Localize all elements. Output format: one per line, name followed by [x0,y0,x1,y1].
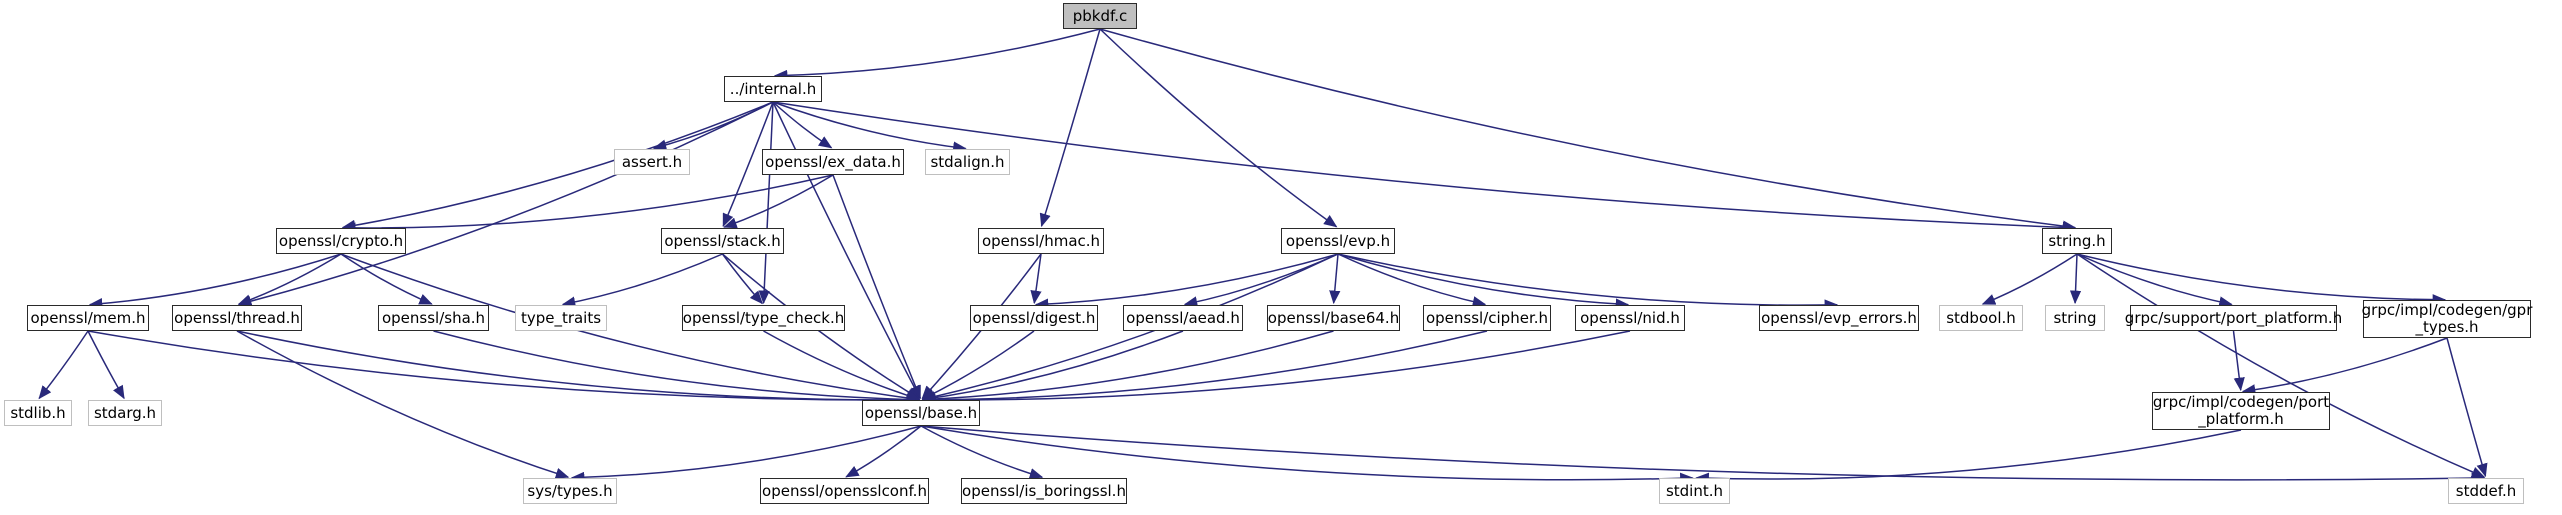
edge-hmac-h-to-digest-h [1030,253,1042,305]
graph-node-stdlib-h[interactable]: stdlib.h [4,400,72,426]
edge-gpr-types-h-to-codegen-port-platform-h [2241,337,2448,396]
edge-stack-h-to-type-check-h [721,253,763,305]
edge-string-h-to-stddef-h [2076,253,2486,478]
edge-stack-h-to-type-traits [561,253,723,308]
edge-internal-h-to-stdalign-h [772,101,967,153]
graph-node-string-h[interactable]: string.h [2042,228,2112,254]
edge-evp-h-to-base64-h [1329,253,1341,305]
graph-node-mem-h[interactable]: openssl/mem.h [27,305,149,331]
edge-nid-h-to-base-h [921,330,1631,406]
edge-base-h-to-opensslconf-h [845,425,922,478]
graph-node-thread-h[interactable]: openssl/thread.h [172,305,302,331]
edge-mem-h-to-stdarg-h [87,330,125,400]
edge-evp-h-to-cipher-h [1337,253,1487,308]
edge-thread-h-to-sys-types-h [236,330,570,479]
edge-crypto-h-to-mem-h [88,253,342,310]
edge-pbkdf-c-to-evp-h [1099,28,1338,228]
graph-node-stdalign-h[interactable]: stdalign.h [925,149,1010,175]
edge-pbkdf-c-to-internal-h [773,28,1101,82]
edge-sha-h-to-base-h [433,330,921,406]
graph-node-hmac-h[interactable]: openssl/hmac.h [978,228,1104,254]
graph-node-pbkdf-c[interactable]: pbkdf.c [1063,3,1137,29]
edge-internal-h-to-base-h [772,101,921,400]
edge-base-h-to-stddef-h [920,425,2486,484]
edge-cipher-h-to-base-h [921,330,1488,406]
graph-node-stddef-h[interactable]: stddef.h [2448,478,2524,504]
edge-ex-data-h-to-base-h [832,174,921,400]
edge-gpr-types-h-to-stddef-h [2446,337,2488,478]
graph-node-string-cpp[interactable]: string [2045,305,2105,331]
edge-pbkdf-c-to-string-h [1099,28,2077,232]
edge-crypto-h-to-thread-h [237,253,342,306]
graph-node-stdarg-h[interactable]: stdarg.h [88,400,162,426]
edge-group [38,28,2488,484]
graph-node-type-check-h[interactable]: openssl/type_check.h [682,305,845,331]
edge-internal-h-to-ex-data-h [772,101,833,149]
graph-node-crypto-h[interactable]: openssl/crypto.h [276,228,406,254]
edge-base-h-to-stdint-h [920,425,1694,484]
graph-node-base64-h[interactable]: openssl/base64.h [1267,305,1400,331]
edge-string-h-to-string-cpp [2069,253,2082,305]
graph-node-port-platform-h[interactable]: grpc/support/port_platform.h [2125,305,2342,331]
edge-evp-h-to-digest-h [1034,253,1339,310]
edge-string-h-to-stdbool-h [1981,253,2078,305]
edge-aead-h-to-base-h [921,330,1184,404]
graph-node-evp-errors-h[interactable]: openssl/evp_errors.h [1759,305,1919,331]
graph-node-base-h[interactable]: openssl/base.h [862,400,980,426]
edge-crypto-h-to-sha-h [340,253,433,305]
graph-node-ex-data-h[interactable]: openssl/ex_data.h [762,149,904,175]
edge-internal-h-to-assert-h [652,101,774,151]
graph-node-cipher-h[interactable]: openssl/cipher.h [1423,305,1551,331]
graph-node-aead-h[interactable]: openssl/aead.h [1123,305,1243,331]
edge-evp-h-to-evp-errors-h [1337,253,1839,311]
graph-node-nid-h[interactable]: openssl/nid.h [1575,305,1685,331]
graph-node-type-traits[interactable]: type_traits [515,305,607,331]
edge-evp-h-to-aead-h [1183,253,1339,308]
edge-mem-h-to-stdlib-h [38,330,89,400]
edge-pbkdf-c-to-hmac-h [1039,28,1101,228]
graph-node-assert-h[interactable]: assert.h [614,149,690,175]
graph-node-stack-h[interactable]: openssl/stack.h [661,228,784,254]
edge-base64-h-to-base-h [921,330,1334,405]
graph-node-evp-h[interactable]: openssl/evp.h [1281,228,1395,254]
graph-node-sha-h[interactable]: openssl/sha.h [378,305,489,331]
graph-node-stdint-h[interactable]: stdint.h [1659,478,1730,504]
graph-node-sys-types-h[interactable]: sys/types.h [523,478,617,504]
edge-ex-data-h-to-stack-h [723,174,834,229]
graph-node-stdbool-h[interactable]: stdbool.h [1939,305,2023,331]
graph-node-codegen-port-platform-h[interactable]: grpc/impl/codegen/port _platform.h [2152,392,2330,430]
graph-node-internal-h[interactable]: ../internal.h [724,76,822,102]
edge-mem-h-to-base-h [87,330,921,406]
graph-node-digest-h[interactable]: openssl/digest.h [970,305,1098,331]
edge-ex-data-h-to-crypto-h [341,174,834,234]
edge-internal-h-to-type-check-h [758,101,774,305]
graph-node-opensslconf-h[interactable]: openssl/opensslconf.h [760,478,929,504]
graph-node-gpr-types-h[interactable]: grpc/impl/codegen/gpr _types.h [2361,300,2533,338]
edge-thread-h-to-base-h [236,330,921,406]
edge-evp-h-to-nid-h [1337,253,1630,310]
graph-node-is-boringssl-h[interactable]: openssl/is_boringssl.h [961,478,1127,504]
edge-port-platform-h-to-codegen-port-platform-h [2232,330,2245,392]
edge-base-h-to-sys-types-h [570,425,922,483]
edge-internal-h-to-thread-h [237,101,774,307]
edge-digest-h-to-base-h [921,330,1035,400]
edge-type-check-h-to-base-h [763,330,921,401]
edge-base-h-to-is-boringssl-h [920,425,1044,480]
edge-codegen-port-platform-h-to-stdint-h [1695,429,2242,484]
edge-string-h-to-port-platform-h [2076,253,2233,308]
edge-internal-h-to-crypto-h [341,101,774,231]
edge-string-h-to-gpr-types-h [2076,253,2447,306]
